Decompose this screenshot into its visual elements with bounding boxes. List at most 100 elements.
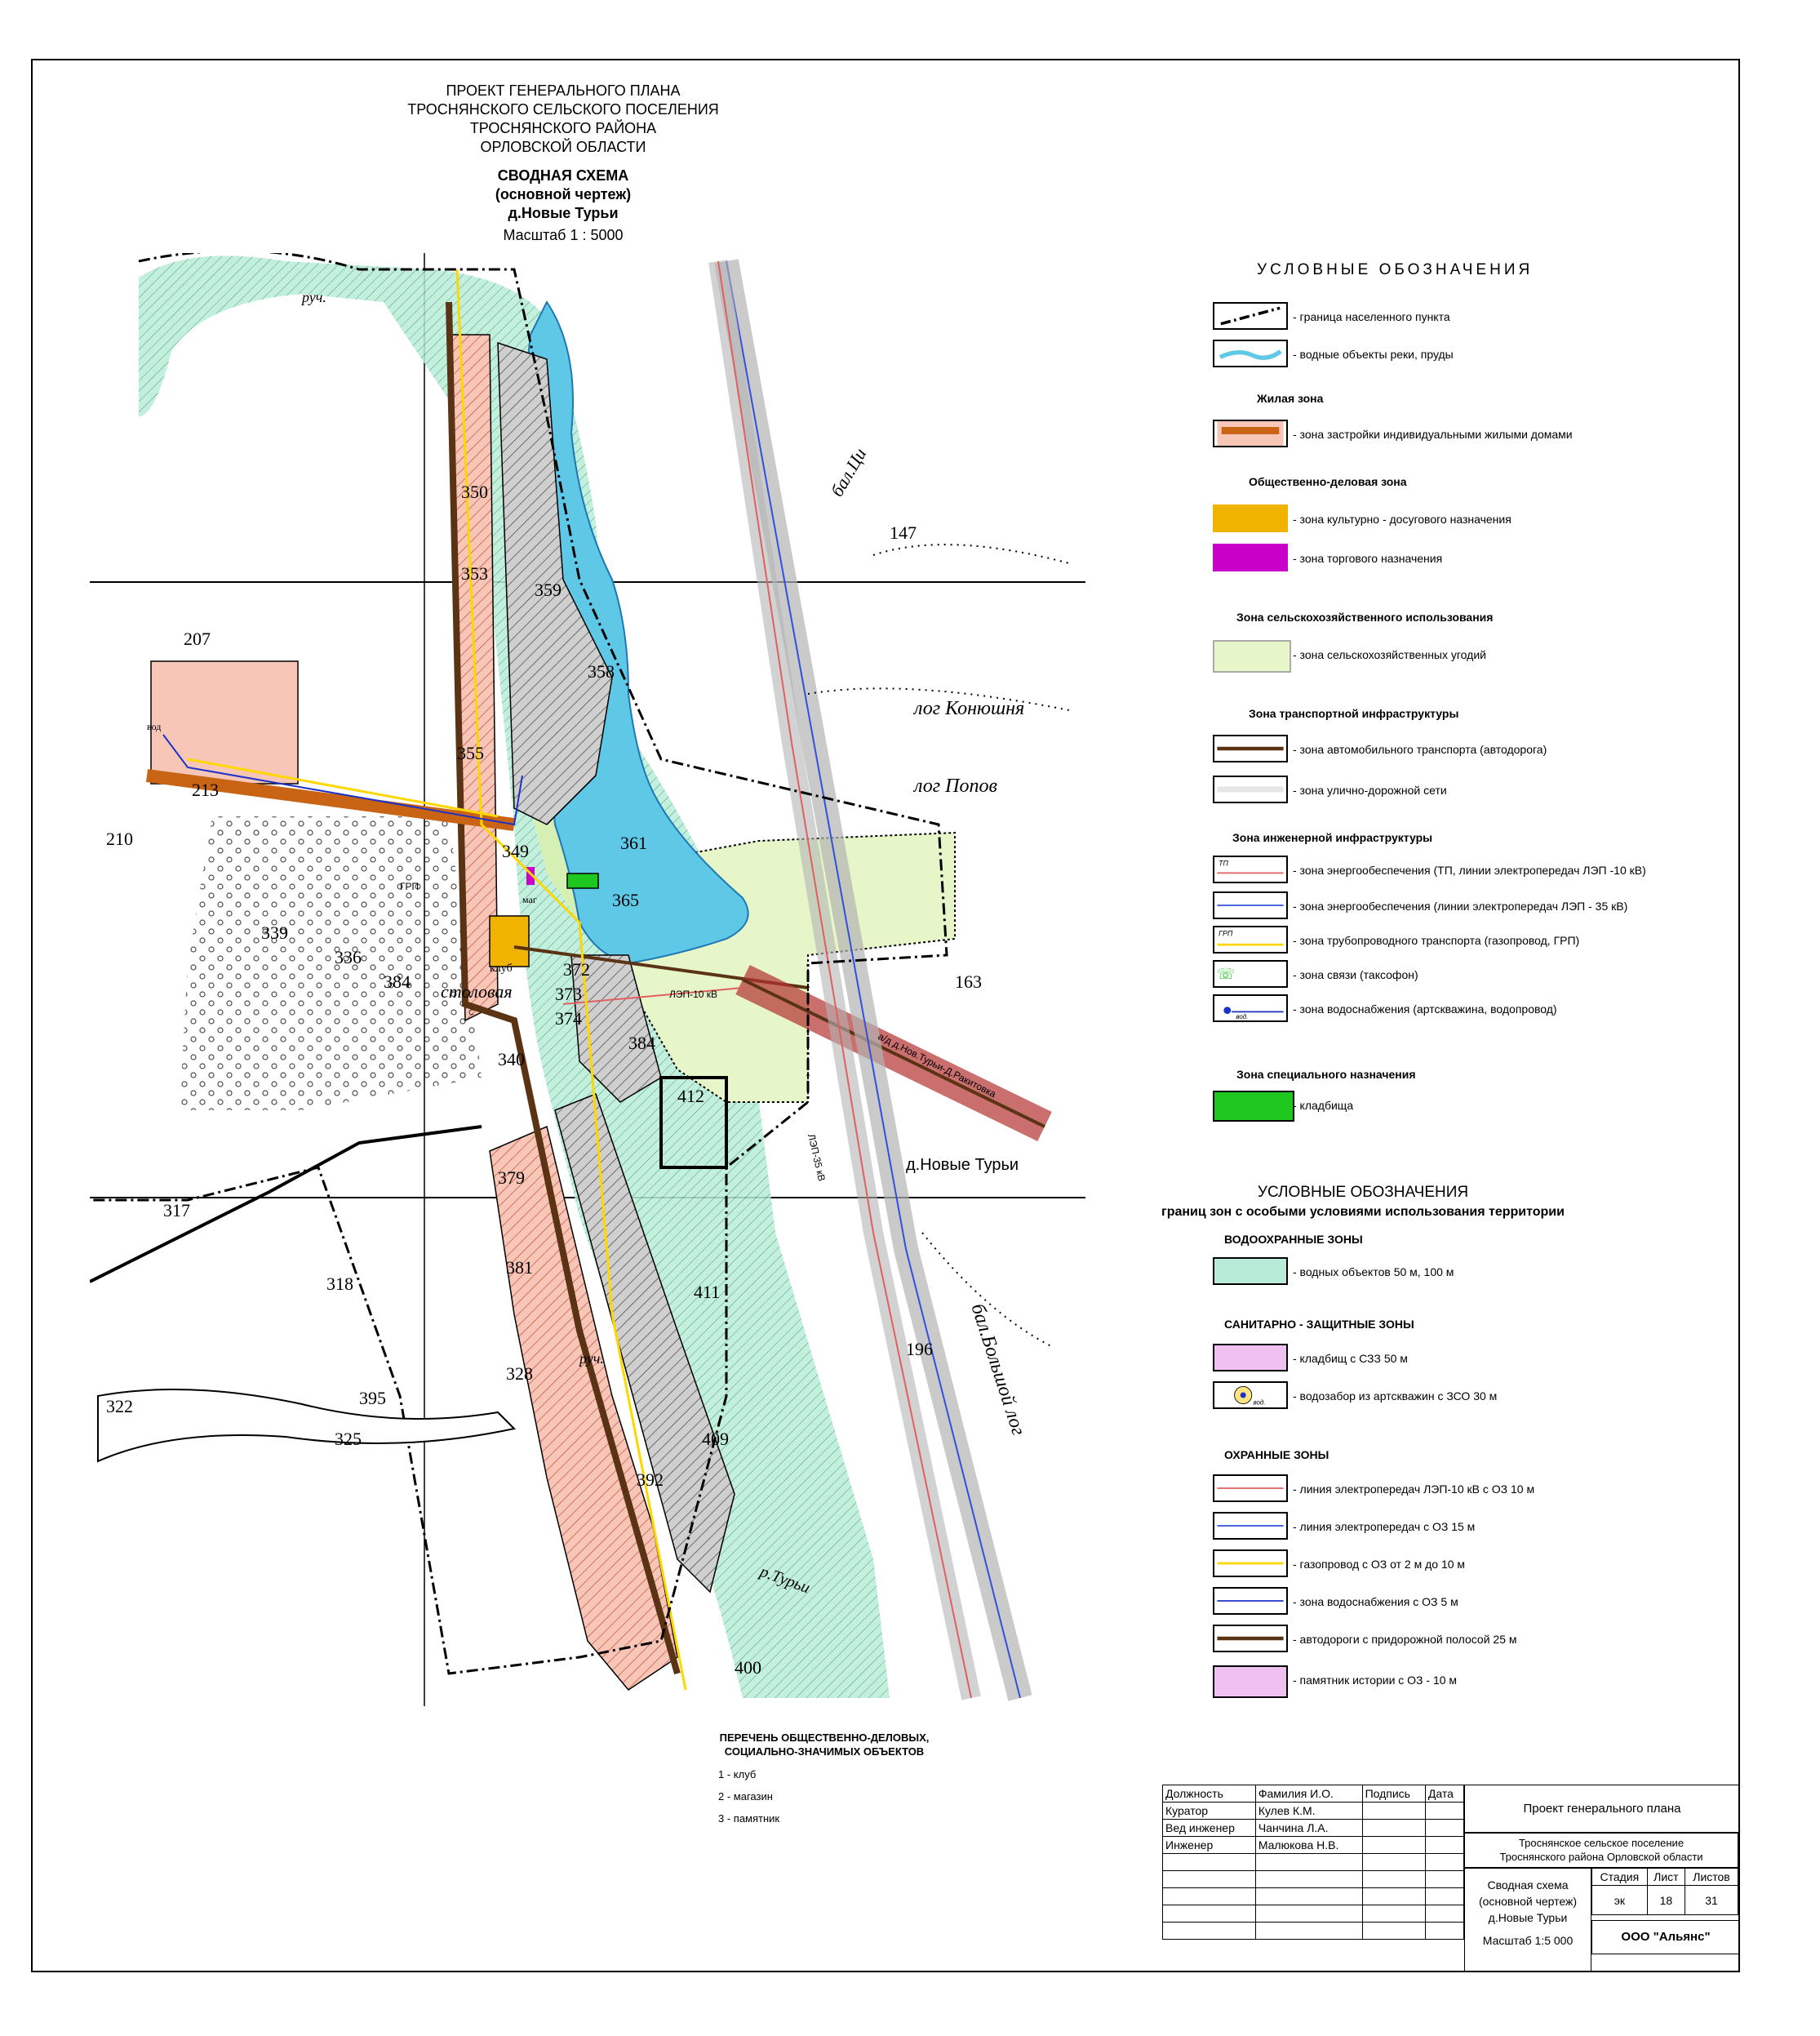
water-protection-zone [139,256,890,1698]
legend-section: Зона сельскохозяйственного использования [1236,611,1494,624]
power-line-10kv-branch [562,987,744,1005]
label-lep10: ЛЭП-10 кВ [669,989,717,1000]
gas-pipeline [187,758,499,818]
num: 340 [498,1049,525,1069]
label-ruch-top: руч. [300,289,326,305]
stamp-header: Должность [1162,1785,1256,1803]
legend-label: - зона улично-дорожной сети [1293,784,1447,797]
power-line-10kv [717,260,972,1699]
stamp-sheet-h: Лист [1646,1868,1686,1886]
legend-label: - зона связи (таксофон) [1293,968,1418,981]
num: 339 [261,922,288,943]
stamp-project: Проект генерального плана [1464,1785,1740,1834]
label-lep35: ЛЭП-35 кВ [806,1133,828,1183]
legend-label: - зона автомобильного транспорта (автодо… [1293,743,1547,756]
stamp-person: Чанчина Л.А. [1254,1819,1363,1837]
label-bal-ci: бал.Ци [827,445,871,500]
num: 353 [461,563,488,584]
title-line-2: ТРОСНЯНСКОГО СЕЛЬСКОГО ПОСЕЛЕНИЯ [407,101,719,118]
num: 411 [694,1282,720,1302]
highway-axis [742,978,1045,1128]
main-road [145,769,516,831]
legend-label: - водные объекты реки, пруды [1293,348,1454,361]
num: 349 [502,841,529,861]
legend-label: - водозабор из артскважин с ЗСО 30 м [1293,1389,1498,1403]
legend-label: - зона трубопроводного транспорта (газоп… [1293,934,1580,947]
num: 384 [384,971,411,992]
stamp-sheet-name-1: Сводная схема [1487,1878,1569,1892]
legend-label: - зона культурно - досугового назначения [1293,513,1511,526]
legend-label: - кладбищ с СЗЗ 50 м [1293,1352,1408,1365]
stamp-sheet: 18 [1646,1885,1686,1915]
num: 379 [498,1167,525,1188]
garden-area [180,816,482,1110]
num: 355 [457,743,484,763]
residential-zone [570,954,662,1103]
stamp-sheet-name-3: д.Новые Турьи [1488,1911,1568,1924]
stamp-role: Вед инженер [1162,1819,1256,1837]
water-pipeline [162,734,523,826]
num: 384 [628,1033,655,1053]
legend2-subheading: границ зон с особыми условиями использов… [1161,1205,1565,1219]
num: 325 [335,1429,362,1449]
num: 365 [612,890,639,910]
legend-section: ОХРАННЫЕ ЗОНЫ [1224,1448,1329,1461]
legend-section: Зона специального назначения [1236,1068,1416,1081]
stamp-person: Малюкова Н.В. [1254,1836,1363,1854]
power-line-35kv [726,260,1021,1699]
trade-zone [526,867,535,885]
num: 213 [192,780,219,800]
village-label: д.Новые Турьи [906,1156,1019,1174]
legend-section: Общественно-деловая зона [1249,475,1407,488]
stamp-sheets-h: Листов [1685,1868,1738,1886]
title-block: ПРОЕКТ ГЕНЕРАЛЬНОГО ПЛАНА ТРОСНЯНСКОГО С… [294,82,832,245]
legend-label: - граница населенного пункта [1293,310,1450,323]
num: 400 [735,1657,761,1678]
stamp-role: Инженер [1162,1836,1256,1854]
legend-tag: ТП [1219,860,1228,868]
legend-section: САНИТАРНО - ЗАЩИТНЫЕ ЗОНЫ [1224,1318,1414,1331]
num: 412 [677,1086,704,1106]
cultural-zone [489,915,530,967]
stamp-person: Кулев К.М. [1254,1802,1363,1820]
contour [872,544,1070,564]
stream [90,1125,482,1283]
main-road [446,301,681,1675]
num: 163 [955,971,982,992]
legend2-heading: УСЛОВНЫЕ ОБОЗНАЧЕНИЯ [1257,1184,1469,1201]
label-klub: клуб [490,962,513,975]
map-drawing[interactable]: д.Новые Турьи столовая клуб маг ГРП вод … [90,253,1085,1706]
num: 381 [506,1257,533,1278]
legend-label: - зона энергообеспечения (ТП, линии элек… [1293,864,1646,877]
scale-title: Масштаб 1 : 5000 [503,227,624,243]
legend-special-zones: УСЛОВНЫЕ ОБОЗНАЧЕНИЯ границ зон с особым… [1118,1184,1608,1220]
legend-section: Жилая зона [1257,392,1324,405]
legend-label: - автодороги с придорожной полосой 25 м [1293,1633,1517,1646]
stamp-header: Подпись [1361,1785,1426,1803]
stamp-settlement-2: Троснянского района Орловской области [1499,1851,1703,1863]
num: 318 [326,1274,353,1294]
label-stolovaya: столовая [441,981,513,1002]
title-stamp: Должность Фамилия И.О. Подпись Дата Кура… [1162,1785,1740,1972]
legend-label: - зона торгового назначения [1293,552,1443,565]
label-vod: вод [147,721,161,732]
label-bal-bolshoy: бал.Большой лог [966,1301,1029,1438]
residential-zone [489,1125,678,1691]
stamp-company: ООО "Альянс" [1591,1920,1740,1954]
legend-label: - зона застройки индивидуальными жилыми … [1293,428,1573,441]
legend-label: - линия электропередач с ОЗ 15 м [1293,1520,1476,1533]
legend-label: - зона энергообеспечения (линии электроп… [1293,900,1628,913]
objects-list-heading-1: ПЕРЕЧЕНЬ ОБЩЕСТВЕННО-ДЕЛОВЫХ, [719,1731,930,1744]
num: 395 [359,1388,386,1408]
scheme-subtitle: (основной чертеж) [495,186,632,202]
num: 336 [335,947,362,967]
num: 350 [461,482,488,502]
num: 207 [184,629,211,649]
num: 361 [620,833,647,853]
legend-label: - водных объектов 50 м, 100 м [1293,1265,1454,1278]
legend-section: Зона инженерной инфраструктуры [1232,831,1433,844]
stamp-role: Куратор [1162,1802,1256,1820]
gas-pipeline [455,269,687,1691]
legend-label: - зона водоснабжения с ОЗ 5 м [1293,1595,1458,1608]
title-line-4: ОРЛОВСКОЙ ОБЛАСТИ [480,139,646,155]
